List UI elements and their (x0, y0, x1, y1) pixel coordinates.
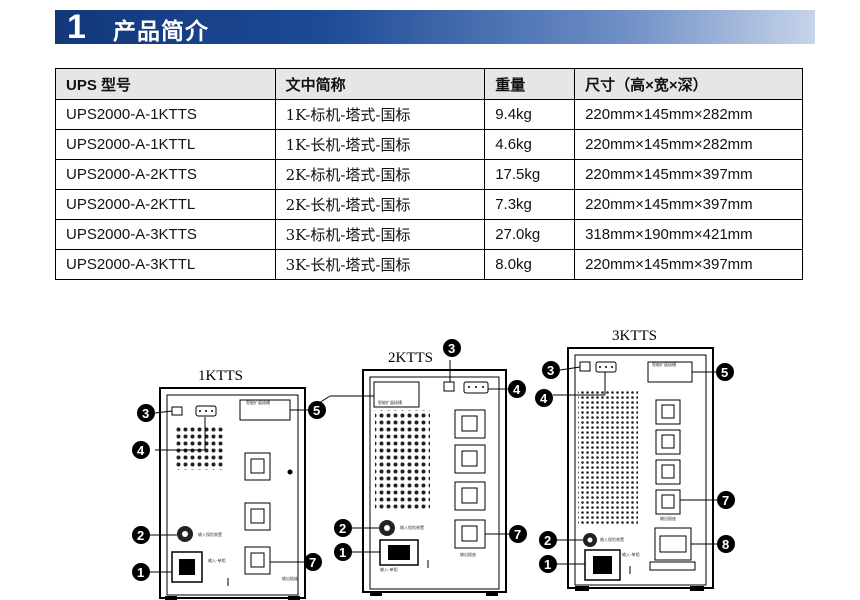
input-text: 输入-单相 (622, 551, 639, 557)
breaker-text: 输入保险装置 (198, 531, 222, 537)
callout-3 (542, 361, 560, 379)
svg-text:8: 8 (722, 537, 729, 552)
cell-weight: 9.4kg (484, 99, 576, 130)
cell-dimensions: 220mm×145mm×282mm (574, 129, 803, 160)
header-short-name: 文中简称 (274, 68, 486, 100)
callout-2 (132, 526, 150, 544)
spec-table: UPS 型号 文中简称 重量 尺寸（高×宽×深） UPS2000-A-1KTTS… (55, 68, 803, 280)
table-row: UPS2000-A-1KTTL 1K-长机-塔式-国标 4.6kg 220mm×… (55, 129, 803, 160)
cell-model: UPS2000-A-2KTTS (55, 159, 276, 190)
svg-text:5: 5 (721, 365, 728, 380)
cell-model: UPS2000-A-3KTTS (55, 219, 276, 250)
callout-7 (717, 491, 735, 509)
callout-4 (508, 380, 526, 398)
card-slot-text: 智能扩展插槽 (378, 399, 402, 405)
svg-text:4: 4 (137, 443, 145, 458)
cell-dimensions: 220mm×145mm×397mm (574, 159, 803, 190)
cell-weight: 7.3kg (484, 189, 576, 220)
model-label-2ktts: 2KTTS (388, 350, 433, 366)
cell-model: UPS2000-A-1KTTL (55, 129, 276, 160)
breaker-text: 输入保险装置 (400, 524, 424, 530)
cell-short-name: 2K-标机-塔式-国标 (274, 159, 486, 190)
cell-dimensions: 220mm×145mm×397mm (574, 249, 803, 280)
table-row: UPS2000-A-2KTTS 2K-标机-塔式-国标 17.5kg 220mm… (55, 159, 803, 190)
callout-1 (539, 555, 557, 573)
cell-model: UPS2000-A-2KTTL (55, 189, 276, 220)
cell-dimensions: 220mm×145mm×397mm (574, 189, 803, 220)
table-row: UPS2000-A-3KTTL 3K-长机-塔式-国标 8.0kg 220mm×… (55, 249, 803, 280)
breaker-text: 输入保险装置 (600, 536, 624, 542)
header-dimensions: 尺寸（高×宽×深） (574, 68, 803, 100)
svg-text:1: 1 (339, 545, 346, 560)
section-number: 1 (67, 8, 86, 46)
svg-text:2: 2 (544, 533, 551, 548)
cell-dimensions: 220mm×145mm×282mm (574, 99, 803, 130)
cell-weight: 17.5kg (484, 159, 576, 190)
callout-7 (509, 525, 527, 543)
card-slot-text: 智能扩展插槽 (652, 361, 676, 367)
output-text: 输出插座 (282, 575, 298, 581)
output-text: 输出插座 (460, 551, 476, 557)
unit-3ktts: 3KTTS 智能扩展插槽 输出插座 输入保险装置 输入-单相 3 (535, 328, 735, 591)
callout-2 (539, 531, 557, 549)
cell-weight: 27.0kg (484, 219, 576, 250)
svg-text:3: 3 (448, 341, 455, 356)
cell-model: UPS2000-A-3KTTL (55, 249, 276, 280)
svg-text:2: 2 (137, 528, 144, 543)
table-header-row: UPS 型号 文中简称 重量 尺寸（高×宽×深） (55, 68, 803, 100)
section-header: 1 产品简介 (55, 8, 815, 46)
model-label-3ktts: 3KTTS (612, 328, 657, 344)
svg-text:4: 4 (513, 382, 521, 397)
input-text: 输入-单相 (208, 557, 225, 563)
svg-text:1: 1 (544, 557, 551, 572)
svg-text:1: 1 (137, 565, 144, 580)
header-model: UPS 型号 (55, 68, 276, 100)
table-row: UPS2000-A-3KTTS 3K-标机-塔式-国标 27.0kg 318mm… (55, 219, 803, 250)
section-title: 产品简介 (113, 18, 209, 44)
svg-text:3: 3 (547, 363, 554, 378)
svg-text:5: 5 (313, 403, 320, 418)
cell-short-name: 1K-标机-塔式-国标 (274, 99, 486, 130)
svg-text:7: 7 (722, 493, 729, 508)
unit-2ktts: 2KTTS 智能扩展插槽 输出插座 输入保险装置 输入-单相 3 4 (307, 339, 527, 596)
callout-4 (535, 389, 553, 407)
callout-5 (716, 363, 734, 381)
callout-1 (334, 543, 352, 561)
callout-2 (334, 519, 352, 537)
svg-text:7: 7 (309, 555, 316, 570)
cell-short-name: 3K-长机-塔式-国标 (274, 249, 486, 280)
svg-text:4: 4 (540, 391, 548, 406)
output-text: 输出插座 (660, 515, 676, 521)
callout-7 (304, 553, 322, 571)
ups-rear-panel-figure: 1KTTS 智能扩展插槽 输出插座 输入保险装置 输入-单相 (132, 328, 735, 600)
cell-dimensions: 318mm×190mm×421mm (574, 219, 803, 250)
svg-text:3: 3 (142, 406, 149, 421)
callout-5 (308, 401, 326, 419)
model-label-1ktts: 1KTTS (198, 368, 243, 384)
table-row: UPS2000-A-1KTTS 1K-标机-塔式-国标 9.4kg 220mm×… (55, 99, 803, 130)
callout-8 (717, 535, 735, 553)
table-row: UPS2000-A-2KTTL 2K-长机-塔式-国标 7.3kg 220mm×… (55, 189, 803, 220)
input-text: 输入-单相 (380, 566, 397, 572)
callout-1 (132, 563, 150, 581)
svg-text:2: 2 (339, 521, 346, 536)
cell-short-name: 3K-标机-塔式-国标 (274, 219, 486, 250)
cell-short-name: 2K-长机-塔式-国标 (274, 189, 486, 220)
cell-weight: 4.6kg (484, 129, 576, 160)
unit-1ktts: 1KTTS 智能扩展插槽 输出插座 输入保险装置 输入-单相 (132, 368, 326, 600)
header-weight: 重量 (484, 68, 576, 100)
svg-text:7: 7 (514, 527, 521, 542)
cell-model: UPS2000-A-1KTTS (55, 99, 276, 130)
callout-3 (137, 404, 155, 422)
cell-weight: 8.0kg (484, 249, 576, 280)
callout-3 (443, 339, 461, 357)
callout-4 (132, 441, 150, 459)
card-slot-text: 智能扩展插槽 (246, 399, 270, 405)
cell-short-name: 1K-长机-塔式-国标 (274, 129, 486, 160)
